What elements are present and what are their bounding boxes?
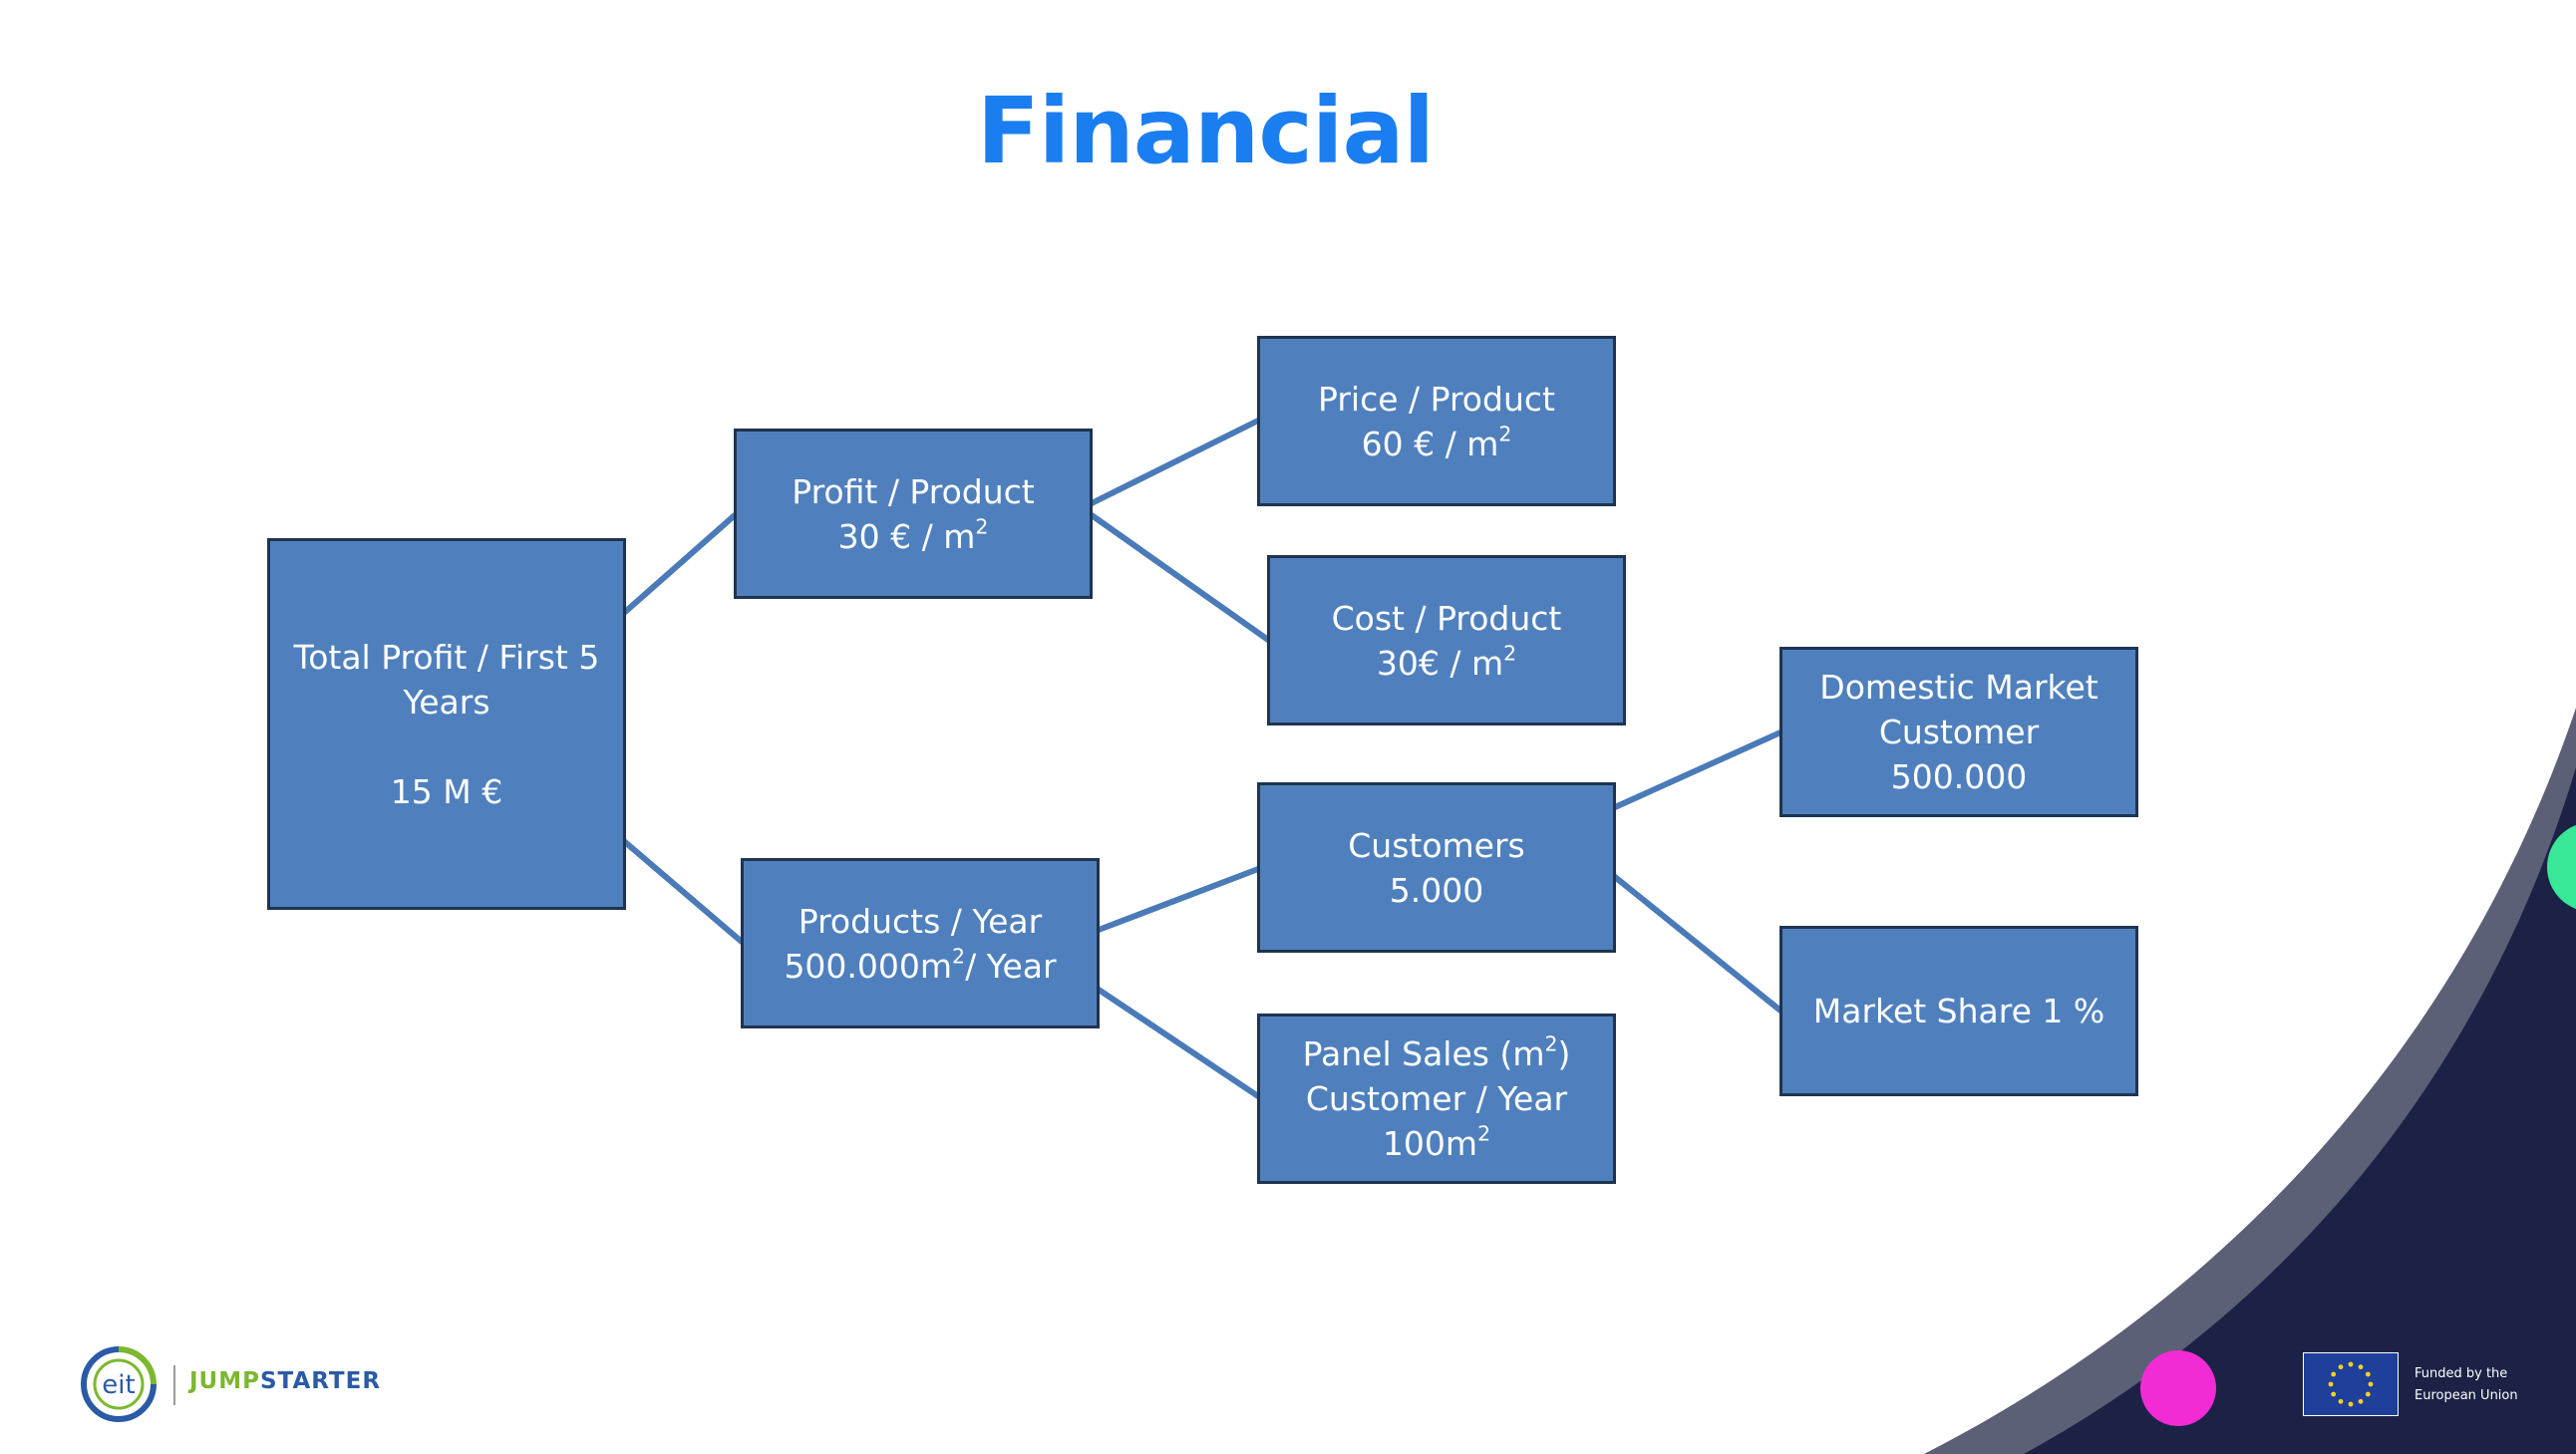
decor-green-dot [2547, 824, 2576, 910]
eu-star-icon [2358, 1364, 2364, 1370]
node-market-share: Market Share 1 % [1779, 926, 2138, 1096]
eu-funding-line1: Funded by the [2415, 1366, 2508, 1381]
connector-profit-cost [1089, 512, 1271, 643]
node-price-label: Price / Product [1318, 379, 1555, 419]
node-domestic-line1: Domestic Market [1819, 668, 2098, 707]
eu-star-icon [2331, 1371, 2337, 1377]
connector-profit-price [1089, 418, 1261, 506]
connector-total-profit [622, 512, 738, 615]
node-customers-label: Customers [1348, 825, 1525, 865]
jumpstarter-logo: JUMPSTARTER [189, 1368, 382, 1394]
connector-customers-share [1612, 874, 1783, 1014]
eu-star-icon [2365, 1391, 2371, 1397]
node-profit-label: Profit / Product [792, 471, 1035, 511]
node-total-profit-line1: Total Profit / First 5 [293, 637, 600, 677]
eu-flag-icon [2303, 1352, 2399, 1416]
node-domestic-line2: Customer [1878, 713, 2040, 751]
node-customers-value: 5.000 [1389, 870, 1484, 910]
decor-navy-band [2024, 767, 2576, 1454]
node-cost-value: 30€ / m2 [1376, 641, 1517, 683]
logo-divider [173, 1365, 175, 1405]
node-share-label: Market Share 1 % [1812, 992, 2105, 1030]
eu-funding-line2: European Union [2415, 1388, 2518, 1403]
connector-products-panel [1096, 987, 1261, 1099]
node-products-value: 500.000m2/ Year [784, 944, 1057, 986]
node-total-profit: Total Profit / First 5 Years 15 M € [267, 538, 626, 910]
eu-funding-note: Funded by the European Union [2415, 1363, 2518, 1407]
node-panel-label: Panel Sales (m2) [1302, 1031, 1571, 1073]
node-price-per-product: Price / Product 60 € / m2 [1257, 336, 1616, 506]
eu-star-icon [2348, 1401, 2354, 1407]
connector-customers-domestic [1612, 729, 1783, 810]
eu-star-icon [2331, 1391, 2337, 1397]
eu-star-icon [2368, 1381, 2374, 1387]
eu-star-icon [2338, 1398, 2344, 1404]
decor-pink-dot [2140, 1350, 2216, 1426]
eu-star-icon [2338, 1364, 2344, 1370]
node-profit-per-product: Profit / Product 30 € / m2 [734, 429, 1093, 599]
eu-star-icon [2358, 1398, 2364, 1404]
node-panel-value: 100m2 [1382, 1121, 1491, 1163]
node-total-profit-line2: Years [403, 682, 490, 722]
page-title: Financial [976, 78, 1435, 184]
node-panel-sub: Customer / Year [1305, 1079, 1568, 1118]
connector-total-products [622, 839, 745, 945]
node-domestic-market: Domestic Market Customer 500.000 [1779, 647, 2138, 817]
node-domestic-value: 500.000 [1890, 757, 2028, 796]
eu-star-icon [2365, 1371, 2371, 1377]
eit-logo-text: eit [102, 1370, 135, 1400]
node-panel-sales: Panel Sales (m2) Customer / Year 100m2 [1257, 1014, 1616, 1184]
node-products-per-year: Products / Year 500.000m2/ Year [741, 858, 1100, 1028]
eu-star-icon [2348, 1361, 2354, 1367]
node-price-value: 60 € / m2 [1361, 422, 1512, 463]
eu-star-icon [2328, 1381, 2334, 1387]
node-cost-label: Cost / Product [1331, 598, 1562, 638]
eit-logo-icon: eit [81, 1346, 157, 1422]
node-profit-value: 30 € / m2 [837, 514, 989, 556]
node-total-profit-value: 15 M € [390, 771, 503, 811]
node-cost-per-product: Cost / Product 30€ / m2 [1267, 555, 1626, 726]
connector-products-customers [1096, 866, 1261, 933]
node-customers: Customers 5.000 [1257, 782, 1616, 953]
node-products-label: Products / Year [798, 901, 1043, 941]
